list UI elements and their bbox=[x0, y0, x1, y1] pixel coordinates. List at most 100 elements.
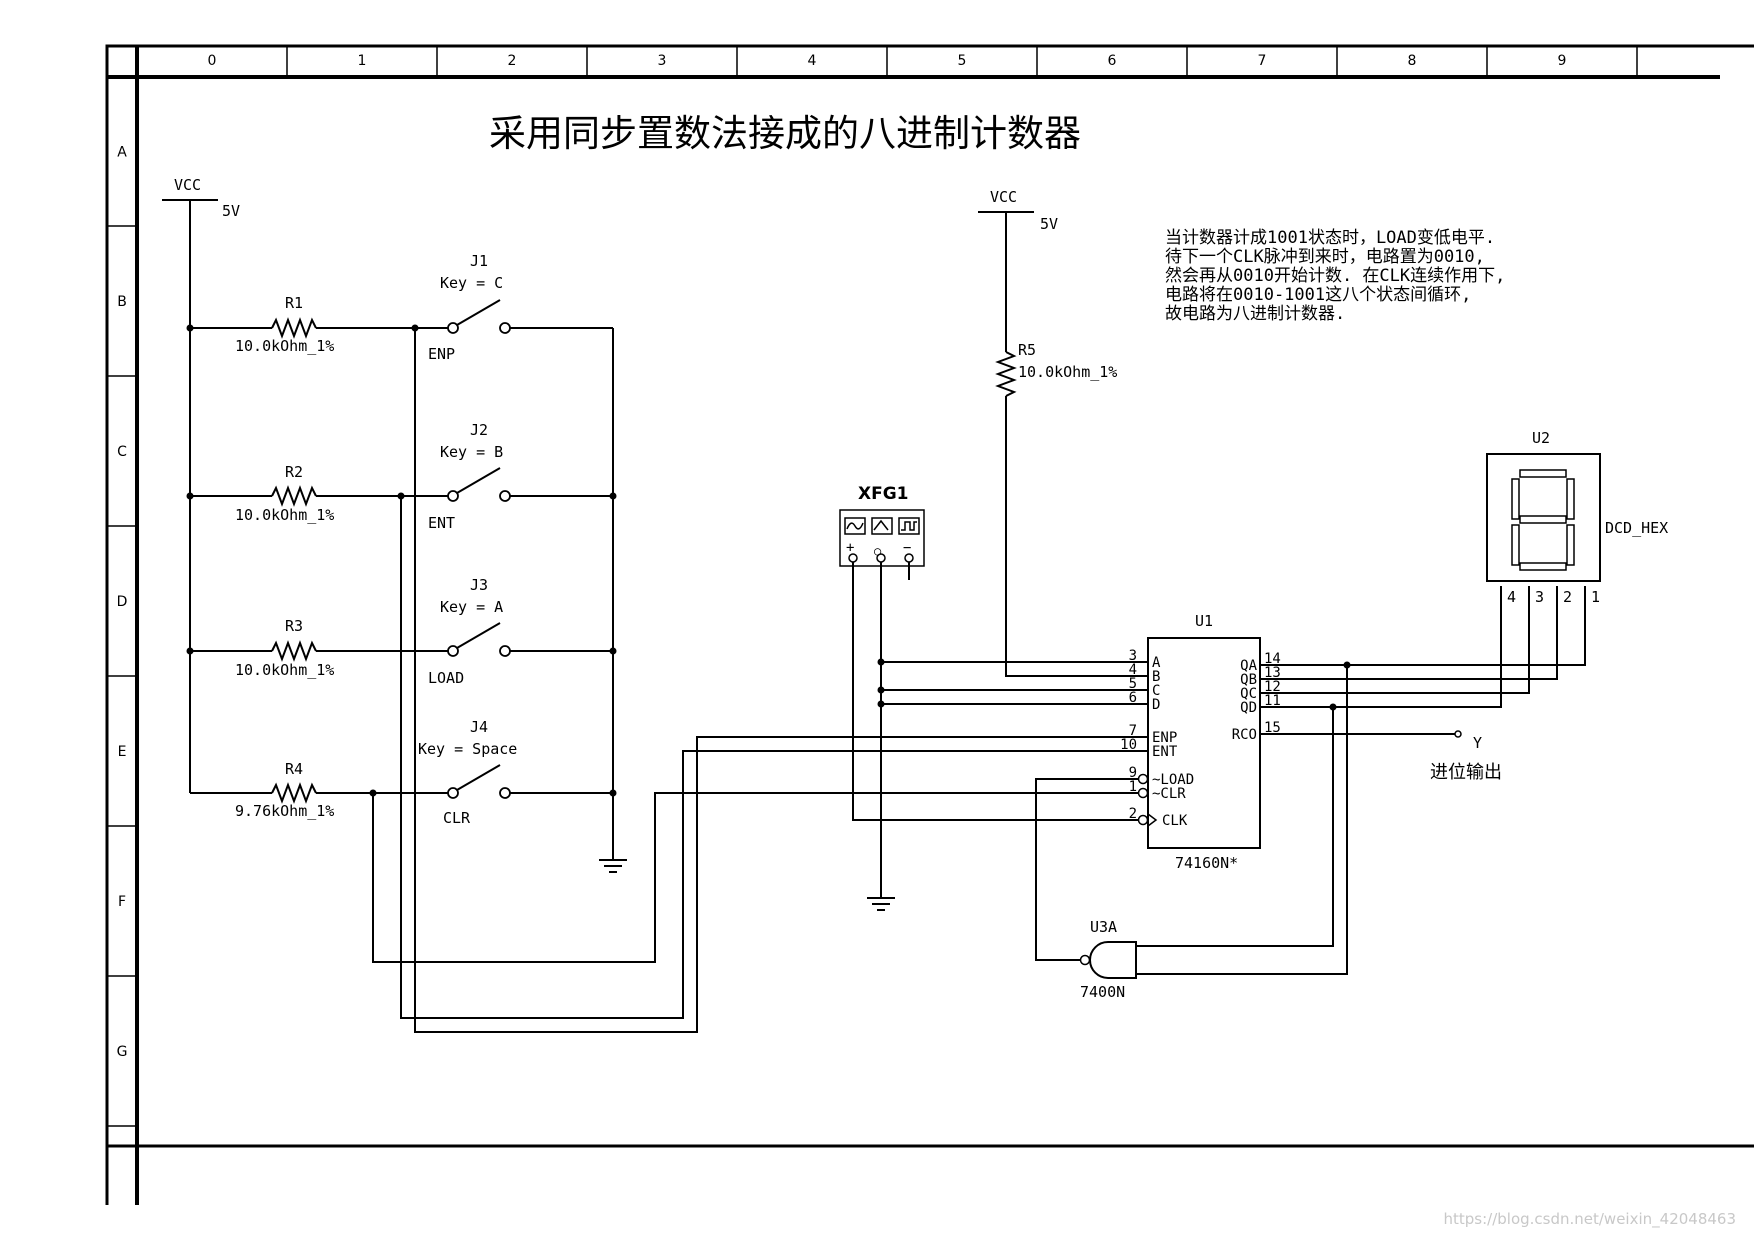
wire-clr bbox=[372, 792, 1143, 963]
row-dividers bbox=[107, 225, 137, 1127]
switch-j4[interactable] bbox=[456, 764, 501, 791]
u1-pin-name: ~CLR bbox=[1152, 786, 1186, 802]
u2-body[interactable] bbox=[1486, 453, 1601, 582]
shape bbox=[499, 490, 511, 502]
j3-ref: J3 bbox=[470, 576, 488, 594]
u1-pin-name: ENP bbox=[1152, 730, 1177, 746]
u1-ref: U1 bbox=[1195, 612, 1213, 630]
shape bbox=[499, 322, 511, 334]
shape bbox=[447, 490, 459, 502]
j3-net: LOAD bbox=[428, 669, 464, 687]
u3a-output-bubble bbox=[1079, 954, 1091, 966]
wire-qb bbox=[1265, 586, 1558, 680]
path bbox=[846, 522, 864, 530]
dot bbox=[877, 658, 885, 666]
switch-ground-rail bbox=[599, 328, 627, 873]
vcc-right: VCC 5V R5 10.0kOhm_1% bbox=[978, 188, 1143, 677]
column-label: 6 bbox=[1108, 53, 1117, 69]
resistor-r1[interactable] bbox=[271, 317, 317, 339]
j1-ref: J1 bbox=[470, 252, 488, 270]
j2-ref: J2 bbox=[470, 421, 488, 439]
vcc-right-value: 5V bbox=[1040, 215, 1058, 233]
j4-ref: J4 bbox=[470, 718, 488, 736]
u1-pin-number: 7 bbox=[1129, 723, 1137, 739]
vcc-right-name: VCC bbox=[990, 188, 1017, 206]
switch-j3[interactable] bbox=[456, 622, 501, 649]
j4-key: Key = Space bbox=[418, 740, 517, 758]
wire-clk bbox=[852, 562, 1143, 821]
row-enp: R1 10.0kOhm_1% J1 Key = C ENP bbox=[186, 252, 613, 363]
u3a-ref: U3A bbox=[1090, 918, 1117, 936]
dot bbox=[186, 324, 194, 332]
u1-pin-name: QB bbox=[1240, 672, 1257, 688]
u1-pin-number: 10 bbox=[1120, 737, 1137, 753]
wire-qc bbox=[1265, 586, 1530, 694]
u3a-body[interactable] bbox=[1089, 941, 1137, 979]
u1-body[interactable] bbox=[1147, 637, 1261, 849]
r2-value: 10.0kOhm_1% bbox=[235, 506, 334, 524]
u1-pin-number: 9 bbox=[1129, 765, 1137, 781]
wire-qa bbox=[1265, 586, 1586, 666]
u1-pin-number: 3 bbox=[1129, 648, 1137, 664]
column-label: 4 bbox=[808, 53, 817, 69]
j3-key: Key = A bbox=[440, 598, 503, 616]
note-line-5: 故电路为八进制计数器. bbox=[1165, 304, 1345, 324]
segment-b bbox=[1566, 478, 1575, 520]
switch-j2[interactable] bbox=[456, 467, 501, 494]
u1-pin-name: RCO bbox=[1232, 727, 1257, 743]
u1-pin-name: QC bbox=[1240, 686, 1257, 702]
j2-key: Key = B bbox=[440, 443, 503, 461]
resistor-r5[interactable] bbox=[995, 351, 1017, 397]
dot bbox=[186, 492, 194, 500]
resistor-r2[interactable] bbox=[271, 485, 317, 507]
y-terminal[interactable] bbox=[1454, 730, 1462, 738]
u1-pin-name: CLK bbox=[1162, 813, 1188, 829]
column-label: 9 bbox=[1558, 53, 1567, 69]
resistor-r4[interactable] bbox=[271, 782, 317, 804]
note-line-2: 待下一个CLK脉冲到来时，电路置为0010, bbox=[1165, 247, 1485, 267]
clk-inversion-bubble bbox=[1137, 814, 1149, 826]
segment-d bbox=[1519, 562, 1567, 571]
row-label: B bbox=[117, 294, 127, 310]
column-label: 3 bbox=[658, 53, 667, 69]
r2-ref: R2 bbox=[285, 463, 303, 481]
r5-value: 10.0kOhm_1% bbox=[1018, 363, 1117, 381]
vcc-left-value: 5V bbox=[222, 202, 240, 220]
shape bbox=[499, 787, 511, 799]
u1-pin-number: 6 bbox=[1129, 690, 1137, 706]
diagram-title: 采用同步置数法接成的八进制计数器 bbox=[489, 112, 1081, 155]
column-label: 1 bbox=[358, 53, 367, 69]
row-clr: R4 9.76kOhm_1% J4 Key = Space CLR bbox=[190, 718, 617, 827]
u1-pin-name: ENT bbox=[1152, 744, 1178, 760]
resistor-r3[interactable] bbox=[271, 640, 317, 662]
u2-pin-3: 3 bbox=[1535, 588, 1544, 606]
square-wave-icon bbox=[898, 517, 920, 535]
column-label: 7 bbox=[1258, 53, 1267, 69]
u1-pin-number: 11 bbox=[1264, 693, 1281, 709]
u1-pin-number: 12 bbox=[1264, 679, 1281, 695]
wire-enp bbox=[414, 328, 1143, 1033]
u1-pin-name: QA bbox=[1240, 658, 1257, 674]
segment-c bbox=[1566, 524, 1575, 566]
row-ent: R2 10.0kOhm_1% J2 Key = B ENT bbox=[186, 421, 617, 532]
u1-pin-number: 14 bbox=[1264, 651, 1281, 667]
wire-load bbox=[1035, 778, 1138, 961]
segment-e bbox=[1511, 524, 1520, 566]
u1-pin-number: 5 bbox=[1129, 676, 1137, 692]
switch-j1[interactable] bbox=[456, 299, 501, 326]
u2-pin-4: 4 bbox=[1507, 588, 1516, 606]
function-generator-xfg1: XFG1 + ○ − bbox=[839, 484, 1143, 911]
column-label: 8 bbox=[1408, 53, 1417, 69]
j4-net: CLR bbox=[443, 809, 471, 827]
row-label: C bbox=[117, 444, 127, 460]
u1-pin-name: D bbox=[1152, 697, 1160, 713]
u1-pin-number: 13 bbox=[1264, 665, 1281, 681]
load-inversion-bubble bbox=[1137, 773, 1149, 785]
u1-pin-name: QD bbox=[1240, 700, 1257, 716]
u1-pin-name: B bbox=[1152, 669, 1160, 685]
